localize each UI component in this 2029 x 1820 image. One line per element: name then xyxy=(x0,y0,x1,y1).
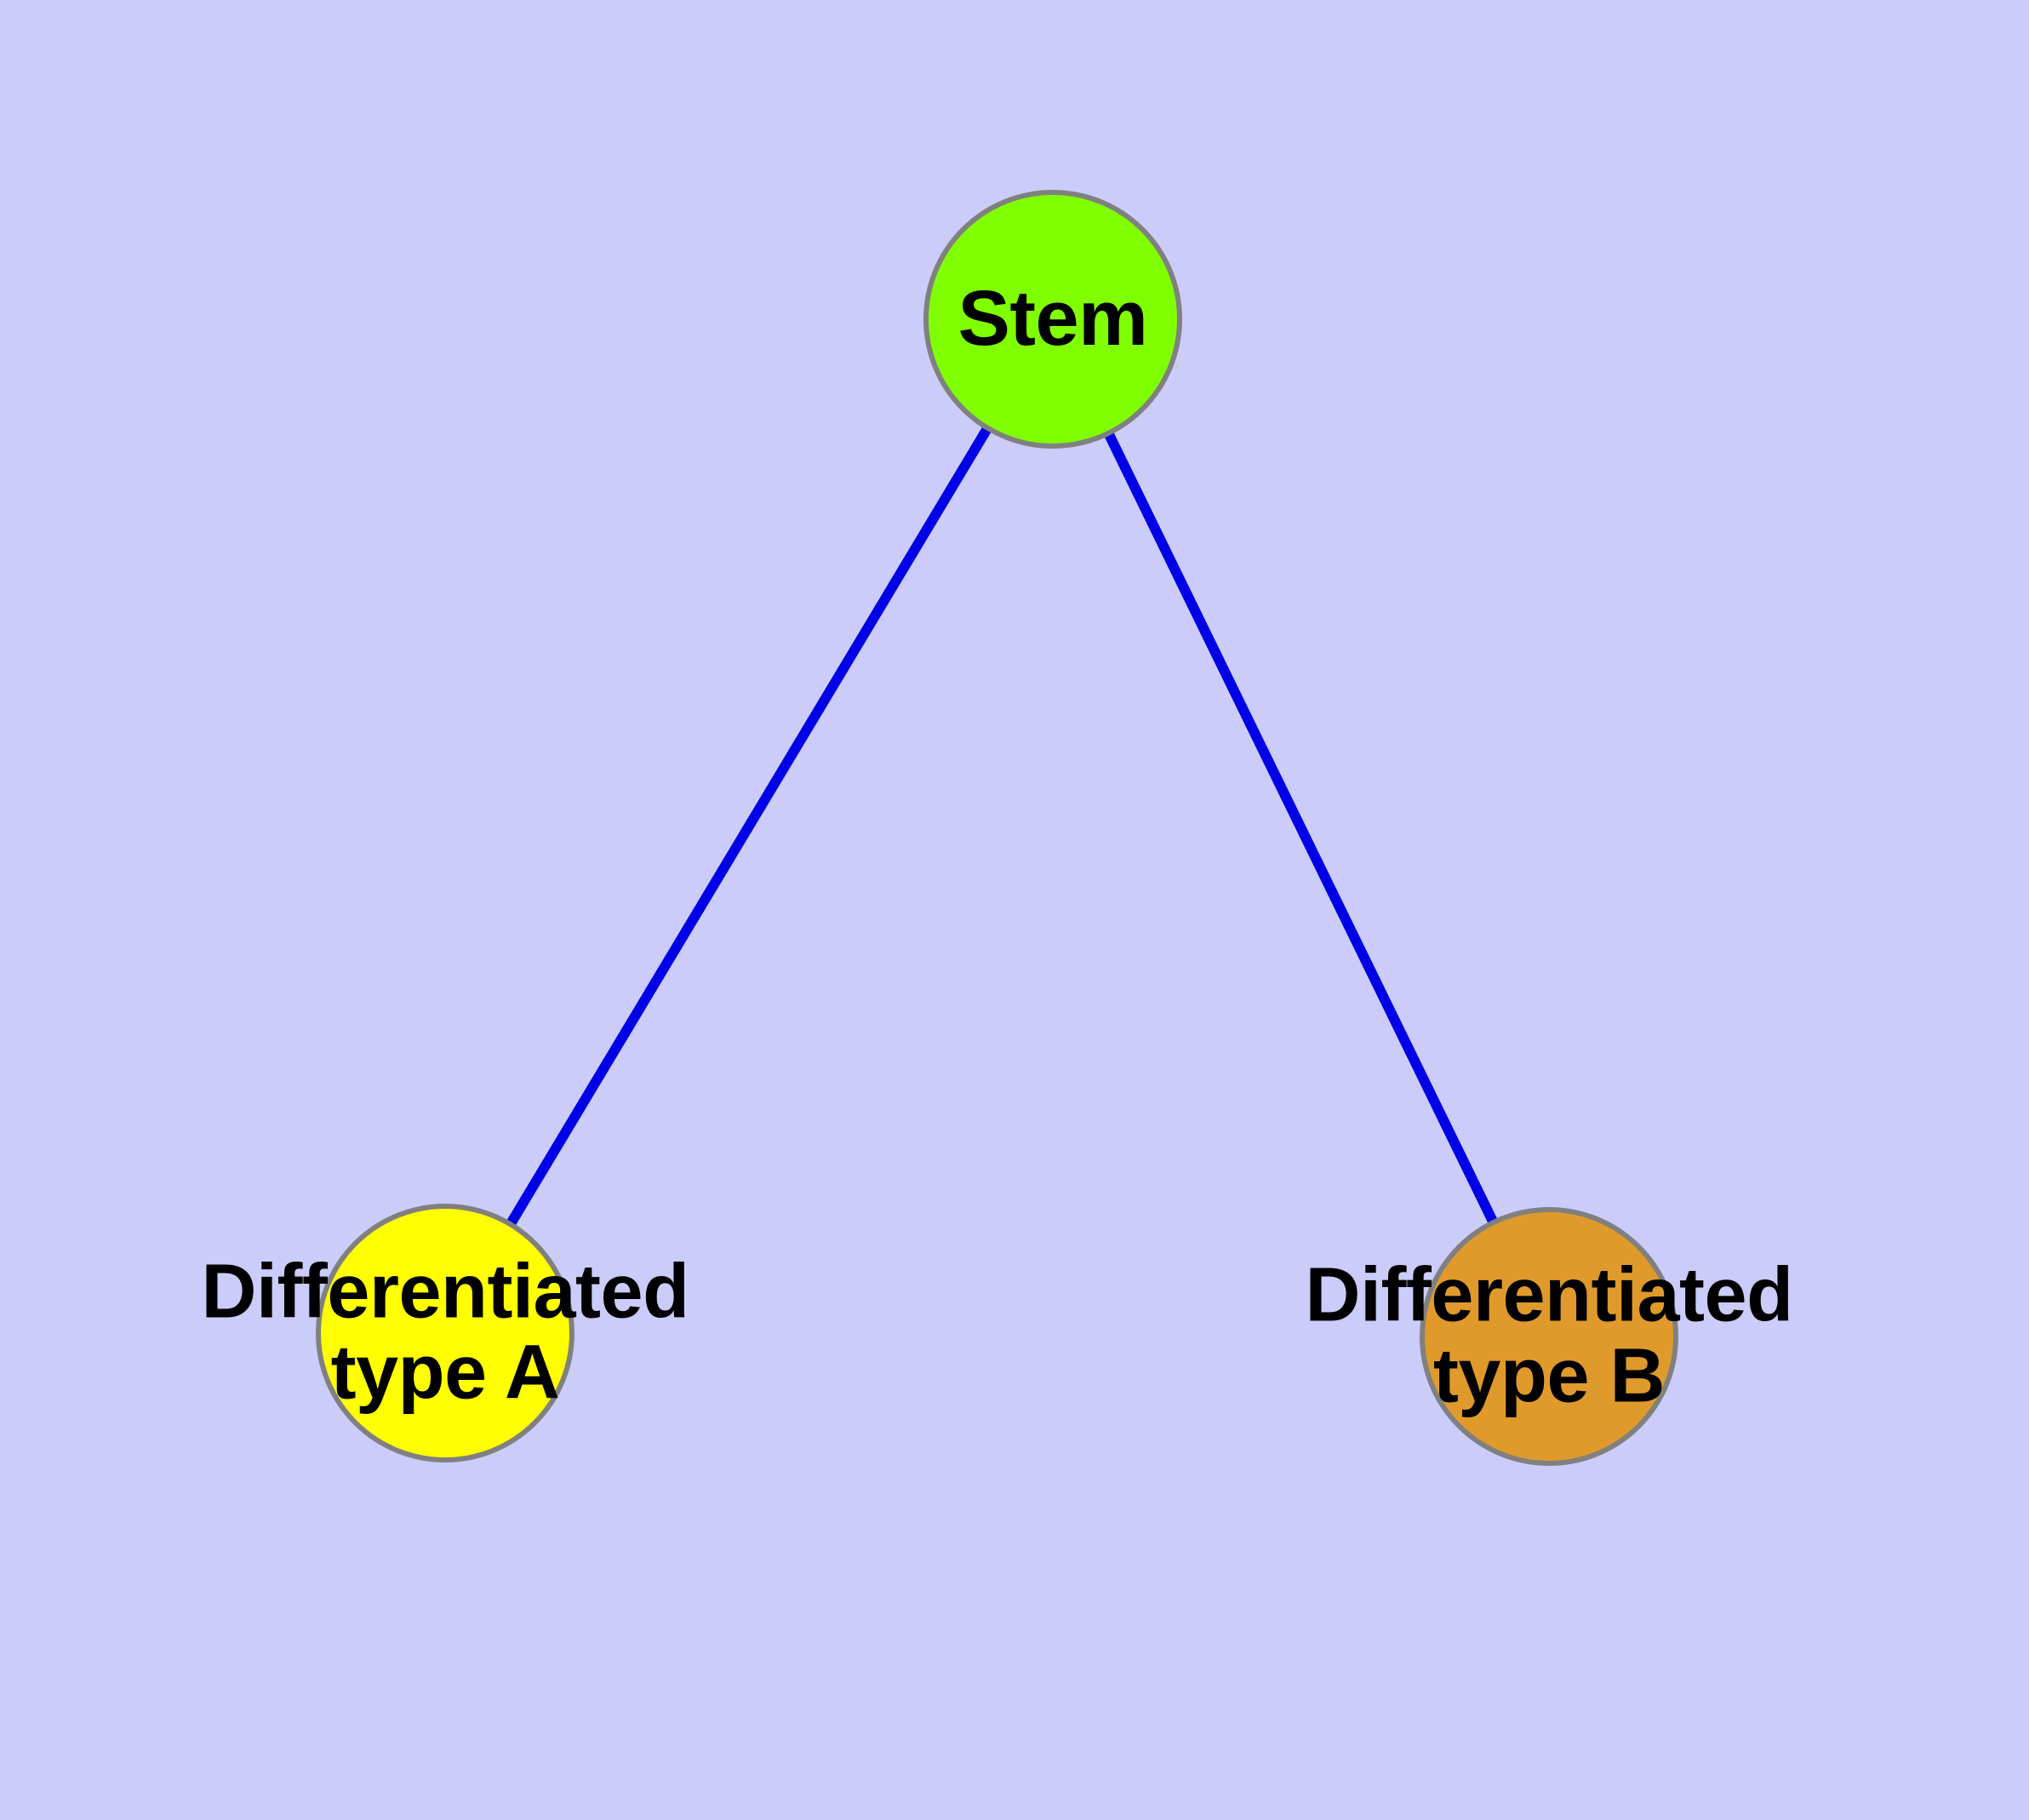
graph-node-diff-a[interactable] xyxy=(316,1204,574,1462)
node-layer xyxy=(316,190,1678,1466)
graph-edge-stem-to-diff-a xyxy=(500,416,997,1236)
edge-layer xyxy=(500,416,1503,1236)
graph-node-diff-b[interactable] xyxy=(1420,1207,1678,1466)
graph-node-stem[interactable] xyxy=(923,190,1182,449)
graph-edge-stem-to-diff-b xyxy=(1099,421,1503,1234)
